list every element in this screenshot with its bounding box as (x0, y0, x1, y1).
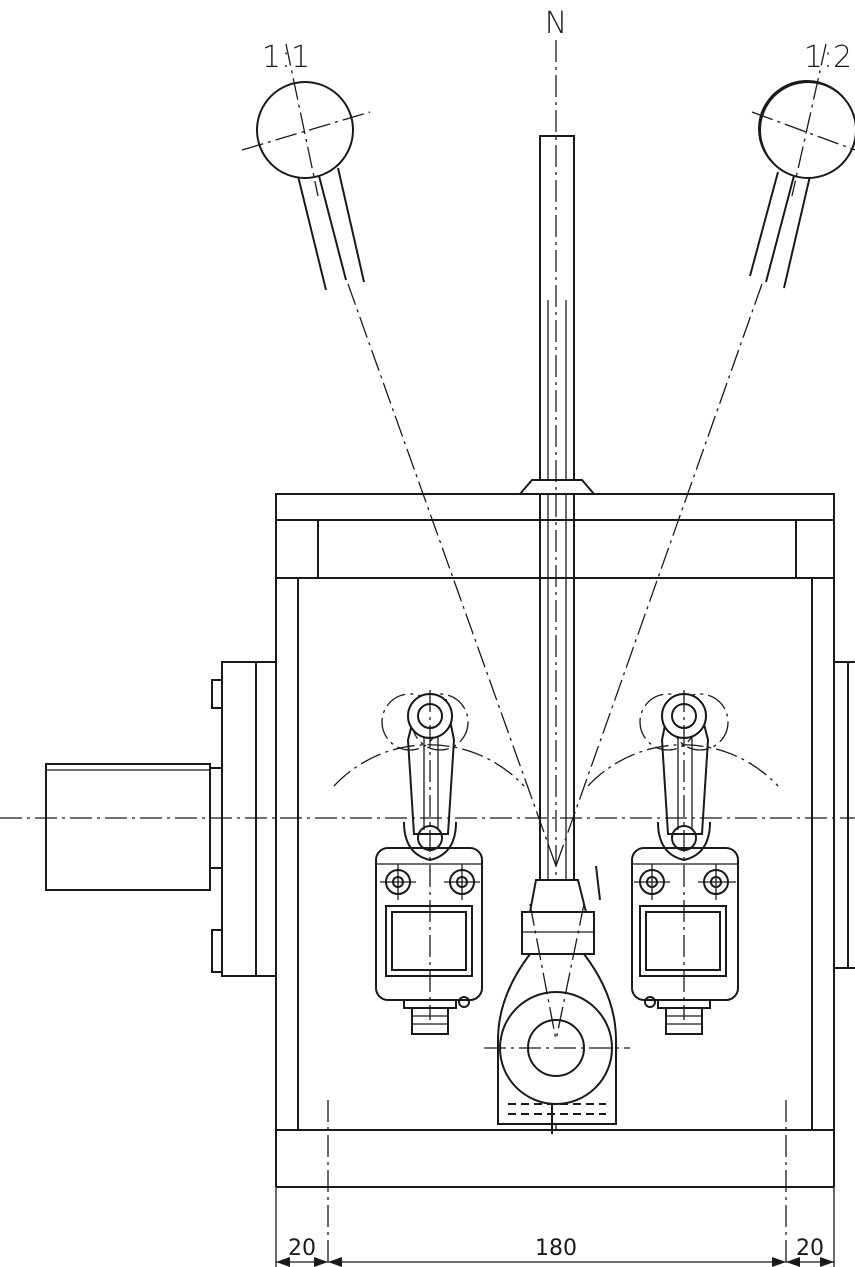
label-position-n: N (545, 6, 567, 41)
limit-switch-left (333, 690, 525, 1035)
label-position-1-2: 1:2 (804, 40, 852, 75)
dimension-right-20: 20 (796, 1236, 824, 1261)
lever-right-position (749, 43, 855, 289)
limit-switch-right (587, 690, 779, 1035)
dimension-middle-180: 180 (535, 1236, 577, 1261)
knob-left (256, 81, 354, 179)
dimension-left-20: 20 (288, 1236, 316, 1261)
dimension-lines (276, 1257, 834, 1267)
left-flange-assembly (45, 661, 277, 977)
lever-pivot-hub (484, 865, 630, 1134)
right-flange-assembly (834, 661, 855, 969)
lever-travel-lines (347, 40, 763, 1130)
lever-left-position (241, 43, 371, 291)
dimension-extension-lines (275, 1100, 835, 1267)
shaft-collar (517, 479, 597, 495)
lever-center-shaft (517, 135, 597, 887)
housing-top (275, 493, 835, 579)
